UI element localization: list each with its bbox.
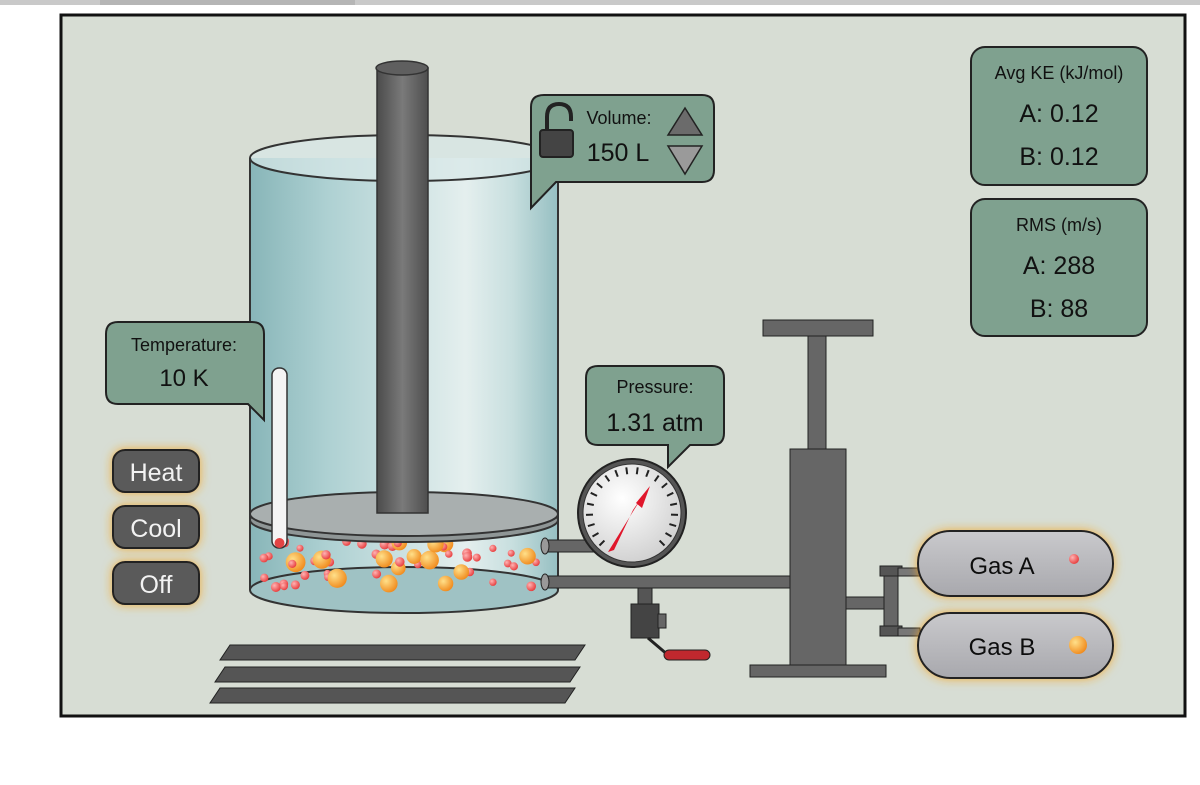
gas-a-particle — [526, 581, 536, 592]
gas-b-particle — [519, 547, 536, 565]
gas-a-particle — [503, 559, 512, 568]
gauge-tick — [590, 491, 598, 497]
gas-b-particle-icon — [1069, 636, 1087, 654]
gauge-tick — [614, 469, 619, 478]
gas-a-particle — [489, 578, 497, 586]
piston — [249, 60, 559, 543]
gas-a-particle — [472, 553, 481, 562]
gauge-tick — [669, 502, 678, 506]
triangle-up-icon[interactable] — [666, 106, 704, 136]
cool-button[interactable]: Cool — [112, 505, 200, 549]
gas-b-tank-button[interactable]: Gas B — [917, 612, 1114, 679]
gauge-tick — [586, 502, 595, 506]
gas-a-particle-icon — [1069, 554, 1079, 564]
gas-a-particle — [296, 544, 304, 552]
release-valve-handle[interactable] — [663, 649, 711, 661]
tank-connectors — [879, 565, 921, 637]
gas-a-particle — [395, 557, 405, 567]
gauge-tick — [653, 475, 660, 482]
gas-a-particle — [462, 552, 473, 562]
gas-b-particle — [375, 550, 393, 568]
gas-b-label: Gas B — [969, 634, 1036, 661]
browser-tab-strip — [100, 0, 355, 5]
unlock-icon[interactable] — [539, 101, 574, 158]
triangle-down-icon[interactable] — [666, 145, 704, 176]
gas-b-particle — [453, 564, 470, 580]
gauge-tick — [669, 523, 677, 528]
gauge-tick — [661, 482, 668, 489]
bicycle-pump[interactable] — [749, 319, 887, 678]
browser-top-strip — [0, 0, 1200, 5]
gauge-tick — [625, 467, 629, 475]
gas-a-particle — [489, 544, 497, 553]
gas-a-particle — [321, 550, 331, 560]
gas-b-particle — [406, 549, 422, 564]
gas-a-particle — [445, 550, 453, 558]
gas-a-particle — [270, 582, 281, 592]
heat-button[interactable]: Heat — [112, 449, 200, 493]
gas-a-particle — [259, 553, 269, 563]
gas-a-particle — [300, 570, 310, 580]
heater-coils — [209, 644, 586, 704]
gauge-tick — [645, 469, 650, 478]
gauge-tick — [658, 539, 666, 547]
gas-a-particle — [509, 562, 518, 571]
gauge-tick — [591, 532, 600, 538]
gas-a-particle — [290, 580, 300, 590]
gas-a-particle — [507, 549, 515, 557]
gauge-needle — [608, 497, 642, 552]
gas-a-label: Gas A — [969, 553, 1034, 580]
gas-b-particle — [327, 568, 347, 588]
gauge-tick — [598, 539, 606, 547]
thermometer — [271, 367, 288, 549]
gas-a-particle — [288, 559, 297, 569]
gas-b-particle — [437, 575, 454, 592]
gauge-tick — [664, 532, 673, 538]
gas-a-particle — [280, 582, 288, 591]
piston-rod — [376, 67, 429, 514]
gauge-tick — [587, 523, 595, 528]
gas-a-particle — [372, 569, 382, 579]
rms-panel: RMS (m/s) A: 288 B: 88 — [970, 198, 1148, 337]
gauge-tick — [604, 475, 611, 482]
gas-a-tank-button[interactable]: Gas A — [917, 530, 1114, 597]
gas-b-particle — [380, 574, 398, 593]
gauge-tick — [666, 491, 674, 497]
off-button[interactable]: Off — [112, 561, 200, 605]
gas-b-particle — [420, 550, 439, 570]
pressure-gauge — [577, 458, 687, 568]
gas-a-particle — [260, 573, 269, 582]
gauge-tick — [635, 467, 639, 475]
gauge-tick — [596, 482, 603, 489]
avg-ke-panel: Avg KE (kJ/mol) A: 0.12 B: 0.12 — [970, 46, 1148, 186]
